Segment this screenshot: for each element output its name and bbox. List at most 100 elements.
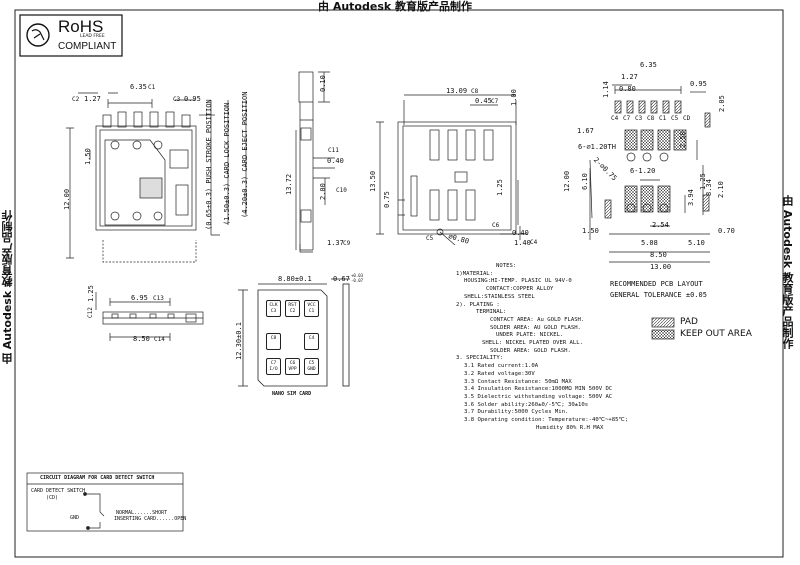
rohs-compliant: COMPLIANT xyxy=(58,41,117,52)
label-push-stroke: (0.65±0.3) PUSH STROKE POSITION xyxy=(205,99,213,230)
pcb-title: RECOMMENDED PCB LAYOUT xyxy=(610,280,703,288)
circuit-cd2: (CD) xyxy=(46,495,59,501)
note-line: 3.4 Insulation Resistance:1000MΩ MIN 500… xyxy=(464,386,613,393)
note-line: 3.2 Rated voltage:30V xyxy=(464,370,535,377)
sim-tol-plus: +0.03 xyxy=(351,273,364,278)
sim-contact-pad: C8 xyxy=(266,333,281,350)
circuit-title: CIRCUIT DIAGRAM FOR CARD DETECT SWITCH xyxy=(40,475,155,481)
sim-contact-name: C7 xyxy=(270,361,277,366)
dim-c6: C6 xyxy=(492,222,500,229)
dim-0-40: 0.40 xyxy=(327,157,344,165)
pcb-dim-8-50: 8.50 xyxy=(650,251,667,259)
sim-contact-name: VCC xyxy=(307,303,316,308)
pcb-pin-label: C4 xyxy=(611,115,619,122)
dim-13-72: 13.72 xyxy=(285,173,293,195)
note-line: 3.3 Contact Resistance: 50mΩ MAX xyxy=(464,378,572,385)
sim-contact-signal: C1 xyxy=(308,309,315,314)
sim-width: 8.80±0.1 xyxy=(278,275,312,283)
dim-1-25-front: 1.25 xyxy=(87,285,95,302)
sim-contact-pad: C4 xyxy=(304,333,319,350)
pcb-dim-hole-th: 6-∅1.20TH xyxy=(578,143,616,151)
sim-contact-name: CLK xyxy=(269,303,278,308)
pcb-dim-2-10: 2.10 xyxy=(717,181,725,198)
top-view xyxy=(376,94,528,246)
notes-block: NOTES:1)MATERIAL:HOUSING:HI-TEMP. PLASIC… xyxy=(456,263,628,432)
pcb-dim-13-00: 13.00 xyxy=(650,263,672,271)
dim-13-09: 13.09 xyxy=(446,87,468,95)
dim-c13: C13 xyxy=(153,295,164,302)
pcb-dim-5-10: 5.10 xyxy=(688,239,705,247)
note-line: 3.8 Operating condition: Temperature:-40… xyxy=(464,417,629,424)
dim-6-35: 6.35 xyxy=(130,83,147,91)
sim-contact-name: C5 xyxy=(308,361,315,366)
sim-contact-signal: GND xyxy=(307,367,316,372)
pcb-pin-label: C8 xyxy=(647,115,655,122)
sim-contact-signal: C3 xyxy=(270,309,277,314)
watermark-right: 由 Autodesk 教育版产品制作 xyxy=(781,195,794,350)
note-line: NOTES: xyxy=(496,263,517,269)
dim-0-10: 0.10 xyxy=(319,75,327,92)
dim-c3: C3 xyxy=(173,96,181,103)
dim-c14: C14 xyxy=(154,336,165,343)
dim-1-37: 1.37 xyxy=(327,239,344,247)
rohs-title: RoHS xyxy=(58,17,104,36)
note-line: SHELL: NICKEL PLATED OVER ALL. xyxy=(482,340,584,347)
dim-0-45: 0.45 xyxy=(475,97,492,105)
sim-contact-name: C8 xyxy=(270,336,277,341)
note-line: 2). PLATING : xyxy=(456,301,500,308)
note-line: HOUSING:HI-TEMP. PLASIC UL 94V-0 xyxy=(464,278,572,285)
dim-1-40: 1.40 xyxy=(514,239,531,247)
note-line: 3.6 Solder ability:260±0/-5℃; 30±10s xyxy=(464,401,589,408)
pcb-dim-1-27: 1.27 xyxy=(621,73,638,81)
pcb-dim-0-80: 0.80 xyxy=(619,85,636,93)
pcb-dim-2-05: 2.05 xyxy=(718,95,726,112)
legend-swatches xyxy=(651,317,675,340)
sim-contact-signal: C2 xyxy=(289,309,296,314)
dim-8-50: 8.50 xyxy=(133,335,150,343)
sim-contact-name: C6 xyxy=(289,361,296,366)
pcb-dim-1-67: 1.67 xyxy=(577,127,594,135)
pcb-dim-1-50: 1.50 xyxy=(582,227,599,235)
circuit-cd: CARD DETECT SWITCH xyxy=(31,488,86,494)
pcb-dim-5-08: 5.08 xyxy=(641,239,658,247)
pcb-pin-label: C1 xyxy=(659,115,667,122)
note-line: UNDER PLATE: NICKEL. xyxy=(496,332,564,339)
nano-sim-outline xyxy=(238,278,350,387)
note-line: 1)MATERIAL: xyxy=(456,270,494,277)
pcb-dim-0-95: 0.95 xyxy=(690,80,707,88)
pcb-dim-3-94: 3.94 xyxy=(687,189,695,206)
sim-thickness: 0.67 xyxy=(333,275,350,283)
dim-2-00: 2.00 xyxy=(319,183,327,200)
pcb-dim-12-00: 12.00 xyxy=(563,170,571,192)
pcb-dim-6-10: 6.10 xyxy=(581,173,589,190)
circuit-inserting: INSERTING CARD......OPEN xyxy=(114,516,187,522)
note-line: SHELL:STAINLESS STEEL xyxy=(464,293,535,300)
legend-pad: PAD xyxy=(680,317,698,327)
dim-13-50: 13.50 xyxy=(369,170,377,192)
pcb-pin-label: C5 xyxy=(671,115,679,122)
circuit-diagram xyxy=(26,472,184,532)
rohs-sub: LEAD FREE xyxy=(80,34,105,39)
pcb-dim-2-54: 2.54 xyxy=(652,221,669,229)
circuit-normal: NORMAL......SHORT xyxy=(116,510,168,516)
sim-contact-signal: VPP xyxy=(288,367,297,372)
pcb-dim-1-14: 1.14 xyxy=(602,81,610,98)
pcb-dim-6-35: 6.35 xyxy=(640,61,657,69)
dim-0-75: 0.75 xyxy=(383,191,391,208)
pcb-dim-6-1-20: 6-1.20 xyxy=(630,167,656,175)
note-line: CONTACT:COPPER ALLOY xyxy=(486,286,554,293)
pcb-dim-1-25: 1.25 xyxy=(699,173,707,190)
dim-12-00: 12.00 xyxy=(63,188,71,210)
pcb-layout xyxy=(589,84,711,263)
dim-c8: C8 xyxy=(471,88,479,95)
dim-6-95: 6.95 xyxy=(131,294,148,302)
sim-contact-name: C4 xyxy=(308,336,315,341)
dim-c12: C12 xyxy=(87,307,94,318)
sim-height: 12.30±0.1 xyxy=(235,322,243,360)
